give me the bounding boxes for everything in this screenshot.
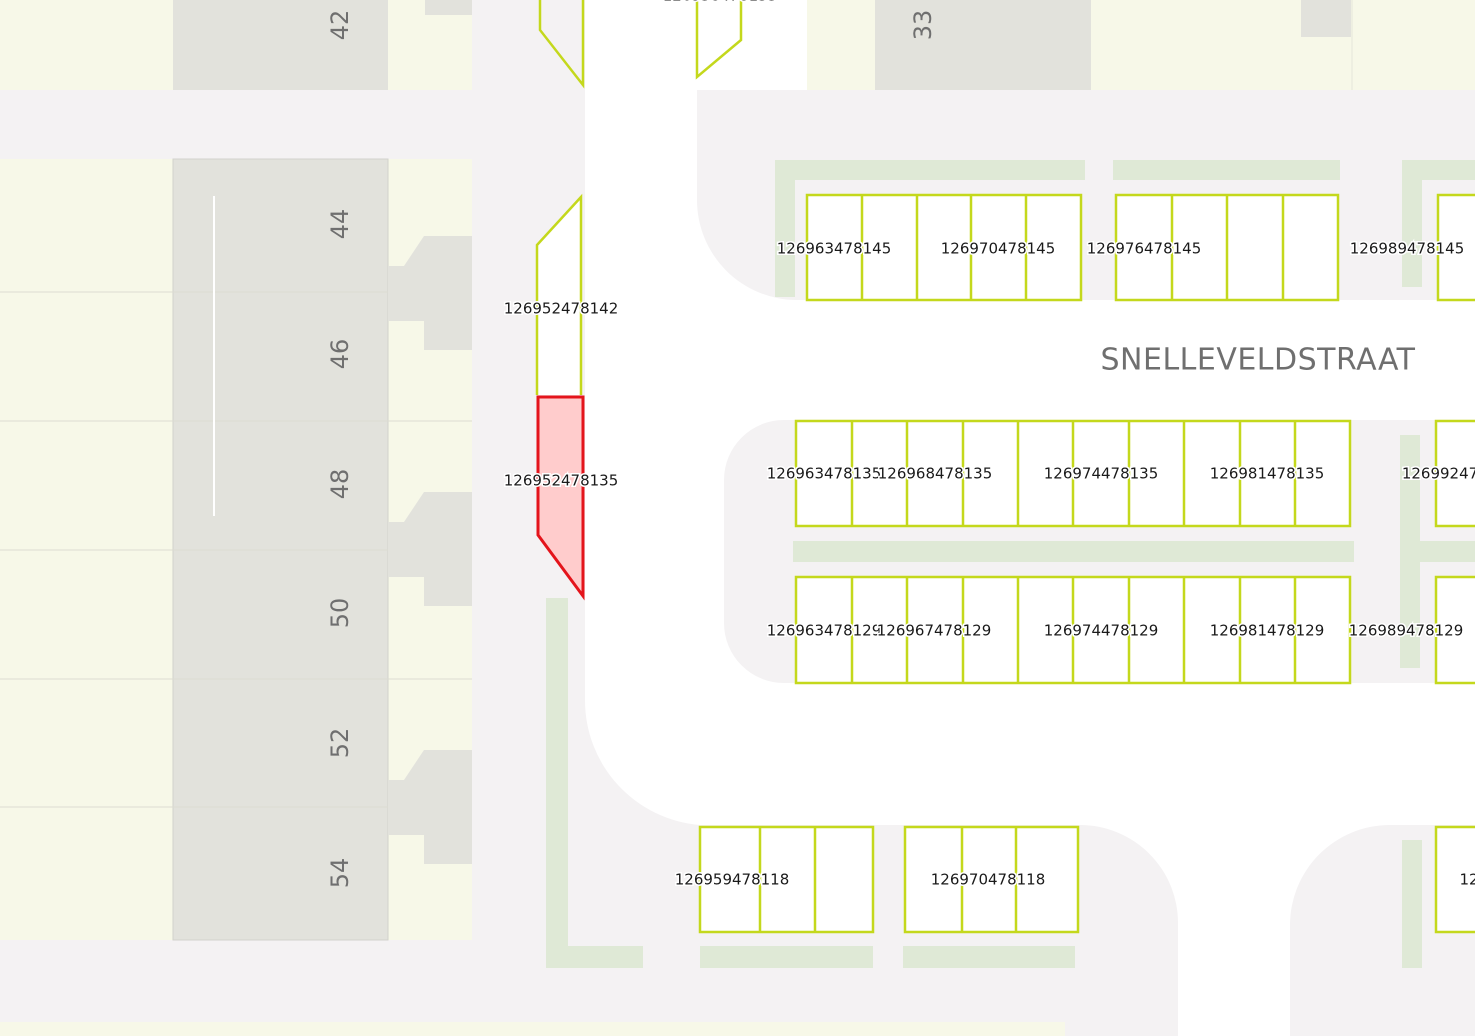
selected-parking-label: 126952478135: [504, 472, 619, 490]
green-strip: [1113, 160, 1340, 180]
street-name: SNELLEVELDSTRAAT: [1101, 343, 1416, 378]
parking-block[interactable]: [1434, 419, 1475, 528]
green-strip: [546, 598, 568, 968]
green-strip: [775, 160, 1085, 180]
green-strip: [1420, 541, 1475, 562]
parking-block[interactable]: [805, 193, 1083, 302]
parking-label: 126952478142: [504, 300, 619, 318]
house-number: 54: [326, 858, 354, 889]
parking-block[interactable]: [698, 825, 875, 934]
green-strip: [793, 541, 1354, 562]
parking-label: 126989478145: [1350, 240, 1465, 258]
parking-label: 126970478118: [931, 871, 1046, 889]
green-strip: [903, 946, 1075, 968]
parking-layer: [535, 0, 1475, 934]
green-strip: [1402, 840, 1422, 968]
house-number: 46: [326, 339, 354, 370]
parking-label: 126959478118: [675, 871, 790, 889]
house-number: 33: [909, 10, 937, 41]
parking-space[interactable]: [535, 193, 583, 395]
parking-label: 126967478129: [877, 622, 992, 640]
parking-label: 12: [1459, 871, 1475, 889]
parking-label: 126981478135: [1210, 465, 1325, 483]
selected-parking-space[interactable]: [536, 395, 585, 601]
parking-label: 126974478129: [1044, 622, 1159, 640]
parking-block[interactable]: [903, 825, 1080, 934]
building-annex: [388, 492, 472, 606]
parking-block[interactable]: [1436, 193, 1475, 302]
house-number: 44: [326, 209, 354, 240]
parking-space[interactable]: [695, 0, 743, 80]
green-strip: [546, 946, 643, 968]
house-number: 50: [326, 598, 354, 629]
parking-label: 126958478155: [663, 0, 778, 5]
building: [1301, 0, 1351, 37]
parcel: [0, 1022, 1065, 1036]
parking-label: 126963478145: [777, 240, 892, 258]
house-number: 42: [326, 10, 354, 41]
green-strip: [1402, 160, 1422, 287]
green-strip: [700, 946, 873, 968]
house-number: 48: [326, 469, 354, 500]
building: [875, 0, 1091, 90]
parking-label: 126976478145: [1087, 240, 1202, 258]
building: [425, 0, 472, 15]
green-strip: [775, 160, 795, 297]
parking-space[interactable]: [538, 0, 585, 89]
parking-label: 126963478129: [767, 622, 882, 640]
building: [173, 0, 388, 90]
sidewalk-island: [1290, 825, 1475, 1036]
parking-block[interactable]: [1434, 825, 1475, 934]
parking-label: 12699247: [1402, 465, 1475, 483]
building-annex: [388, 236, 472, 350]
parking-label: 126989478129: [1349, 622, 1464, 640]
parking-label: 126963478135: [767, 465, 882, 483]
house-number: 52: [326, 728, 354, 759]
parking-label: 126981478129: [1210, 622, 1325, 640]
parking-label: 126974478135: [1044, 465, 1159, 483]
pavement: [585, 0, 697, 90]
building-annex: [388, 750, 472, 864]
parking-block[interactable]: [1434, 575, 1475, 685]
green-strip: [1400, 435, 1420, 668]
parking-label: 126970478145: [941, 240, 1056, 258]
parking-label: 126968478135: [878, 465, 993, 483]
